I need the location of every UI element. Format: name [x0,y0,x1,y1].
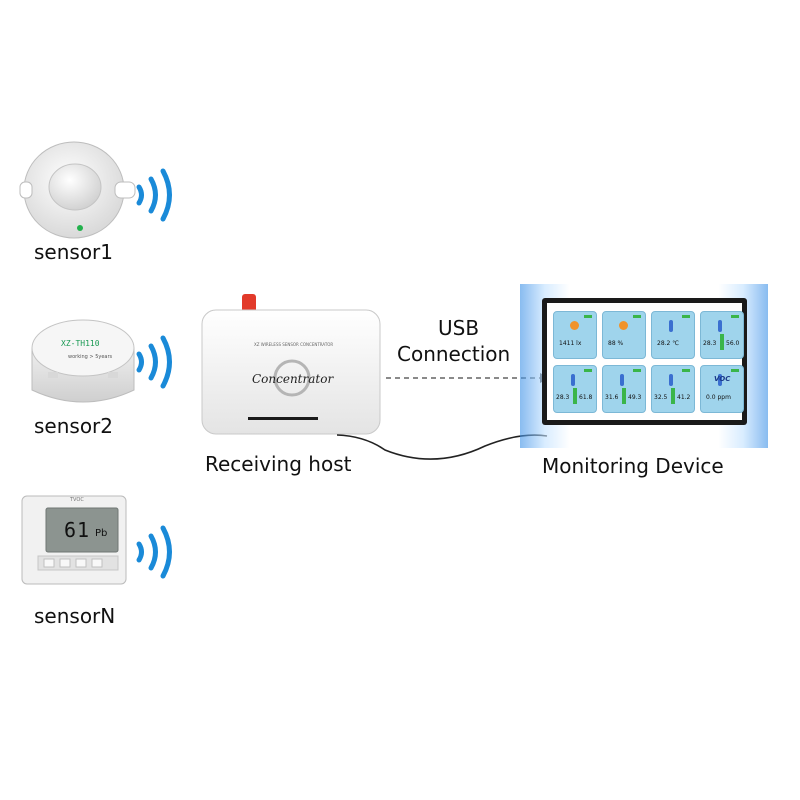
tile-value: 28.3 [556,394,569,401]
sensorN-device: TVOC 61 Pb [20,494,128,586]
usb-cable [335,410,550,460]
wifi-signal-icon [133,165,183,225]
monitoring-device-label: Monitoring Device [542,454,724,478]
dashboard-tile[interactable]: 32.5 41.2 [651,365,695,413]
connection-label: Connection [397,342,510,366]
wifi-signal-icon [133,522,183,582]
sensor2-label: sensor2 [34,414,113,438]
dashboard-tile[interactable]: 1411 lx [553,311,597,359]
dashboard-tile[interactable]: 28.2 ℃ [651,311,695,359]
monitoring-device: 1411 lx 88 % 28.2 ℃ 28.3 56.0 28.3 61.8 31.6 49.… [542,298,747,425]
tile-status-bar [682,369,690,372]
tile-value: 88 % [608,340,623,347]
tile-value: 0.0 ppm [706,394,731,401]
tile-value: 1411 lx [559,340,581,347]
monitor-screen: 1411 lx 88 % 28.2 ℃ 28.3 56.0 28.3 61.8 31.6 49.… [547,303,742,420]
tile-level-bar [671,388,675,404]
tile-status-bar [584,369,592,372]
usb-label: USB [438,316,479,340]
tile-status-bar [731,315,739,318]
tile-value: 28.2 ℃ [657,340,679,347]
tile-status-bar [633,315,641,318]
sun-icon [619,321,628,330]
sensor2-model: XZ-TH110 [61,339,100,348]
sensor2-face-text: working > 5years [68,354,112,360]
tile-value-secondary: 61.8 [579,394,592,401]
sensorN-brand: TVOC [70,497,84,503]
dashboard-tile[interactable]: 88 % [602,311,646,359]
thermometer-humidity-icon [669,374,673,386]
tile-status-bar [633,369,641,372]
dashboard-tile[interactable]: 28.3 56.0 [700,311,744,359]
tile-level-bar [720,334,724,350]
tile-status-bar [731,369,739,372]
tile-status-bar [682,315,690,318]
tile-value-secondary: 49.3 [628,394,641,401]
concentrator-device-text: Concentrator [252,372,333,386]
tile-value: 28.3 [703,340,716,347]
tile-status-bar [584,315,592,318]
tile-level-bar [573,388,577,404]
sensorN-lcd-value: 61 [64,518,90,542]
status-led-icon [77,225,83,231]
tile-level-bar [622,388,626,404]
sensorN-label: sensorN [34,604,115,628]
sensorN-lcd-unit: Pb [95,528,107,539]
receiving-host-label: Receiving host [205,452,351,476]
tile-value-secondary: 41.2 [677,394,690,401]
dashboard-tile[interactable]: 31.6 49.3 [602,365,646,413]
thermometer-icon [669,320,673,332]
thermometer-humidity-icon [718,320,722,332]
sensor1-device [20,140,135,240]
concentrator-top-text: XZ WIRELESS SENSOR CONCENTRATOR [254,342,333,347]
sensor1-label: sensor1 [34,240,113,264]
dashboard-tile[interactable]: VOC 0.0 ppm [700,365,744,413]
tile-value: 32.5 [654,394,667,401]
thermometer-humidity-icon [571,374,575,386]
sensor2-device: XZ-TH110 working > 5years [28,312,138,412]
dashboard-tile[interactable]: 28.3 61.8 [553,365,597,413]
tile-value-secondary: 56.0 [726,340,739,347]
wifi-signal-icon [133,332,183,392]
tile-value: 31.6 [605,394,618,401]
tile-title: VOC [714,375,730,383]
thermometer-humidity-icon [620,374,624,386]
sun-icon [570,321,579,330]
